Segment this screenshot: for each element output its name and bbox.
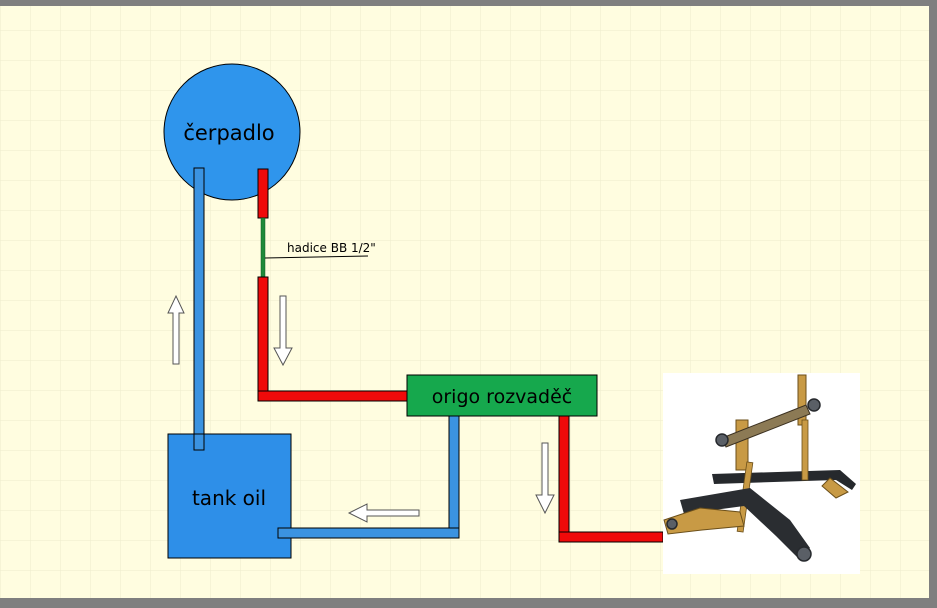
- pump-label: čerpadlo: [183, 121, 274, 145]
- pressure-line-horizontal: [257, 390, 409, 402]
- return-line-horizontal: [277, 527, 460, 539]
- flow-arrow-down-work: [535, 442, 555, 515]
- oil-tank: [167, 433, 292, 559]
- flow-arrow-up: [167, 294, 185, 365]
- pressure-line-vertical: [257, 276, 269, 402]
- pressure-line-pump-out: [257, 168, 269, 219]
- valve-label: origo rozvaděč: [432, 386, 573, 408]
- tank-label: tank oil: [192, 486, 266, 510]
- return-line-vertical: [448, 413, 460, 539]
- three-point-hitch-image: [663, 373, 860, 574]
- hose-segment: [260, 217, 266, 278]
- work-line-horizontal: [558, 531, 664, 543]
- work-line-vertical: [558, 413, 570, 543]
- flow-arrow-down-pressure: [273, 295, 293, 367]
- valve-block: [406, 374, 598, 417]
- suction-line-inlet: [193, 433, 205, 451]
- pump-circle: [163, 63, 301, 201]
- hose-label: hadice BB 1/2": [287, 241, 376, 255]
- hose-label-leader: [264, 255, 369, 259]
- suction-line-pump-tank: [193, 167, 205, 451]
- flow-arrow-left: [347, 503, 420, 523]
